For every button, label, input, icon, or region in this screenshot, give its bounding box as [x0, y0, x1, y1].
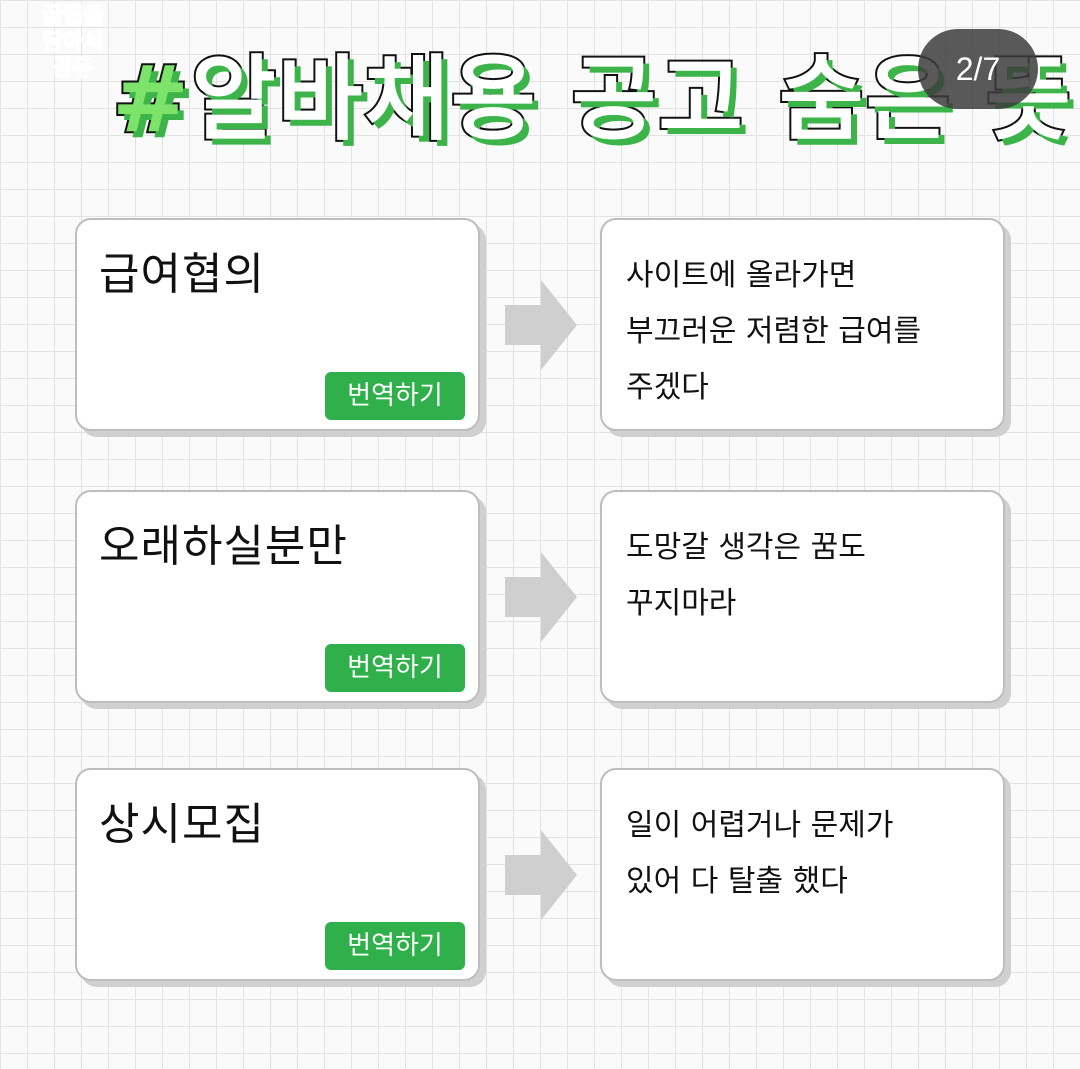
logo-line-1: 꿀팁을	[42, 4, 104, 30]
right-arrow-icon	[505, 280, 577, 370]
right-arrow-icon	[505, 830, 577, 920]
logo-line-2: 담아서	[42, 30, 104, 56]
term-card-1: 급여협의 번역하기	[75, 218, 480, 431]
term-label: 급여협의	[99, 249, 265, 300]
translate-button[interactable]: 번역하기	[325, 372, 465, 420]
meaning-card-3: 일이 어렵거나 문제가 있어 다 탈출 했다	[600, 768, 1005, 981]
term-label: 상시모집	[99, 799, 265, 850]
meaning-text: 일이 어렵거나 문제가 있어 다 탈출 했다	[626, 808, 894, 899]
right-arrow-icon	[505, 552, 577, 642]
meaning-text: 도망갈 생각은 꿈도 꾸지마라	[626, 530, 866, 621]
term-label: 오래하실분만	[99, 521, 348, 572]
translate-button[interactable]: 번역하기	[325, 922, 465, 970]
meaning-card-1: 사이트에 올라가면 부끄러운 저렴한 급여를 주겠다	[600, 218, 1005, 431]
term-card-2: 오래하실분만 번역하기	[75, 490, 480, 703]
page-title: #알바채용 공고 숨은 뜻	[110, 30, 1073, 170]
brand-logo: 꿀팁을 담아서 공유	[28, 4, 118, 82]
meaning-card-2: 도망갈 생각은 꿈도 꾸지마라	[600, 490, 1005, 703]
meaning-text: 사이트에 올라가면 부끄러운 저렴한 급여를 주겠다	[626, 258, 922, 405]
page-indicator: 2/7	[918, 29, 1038, 109]
term-card-3: 상시모집 번역하기	[75, 768, 480, 981]
translate-button[interactable]: 번역하기	[325, 644, 465, 692]
title-hash: #	[110, 44, 192, 155]
logo-line-3: 공유	[52, 56, 94, 82]
